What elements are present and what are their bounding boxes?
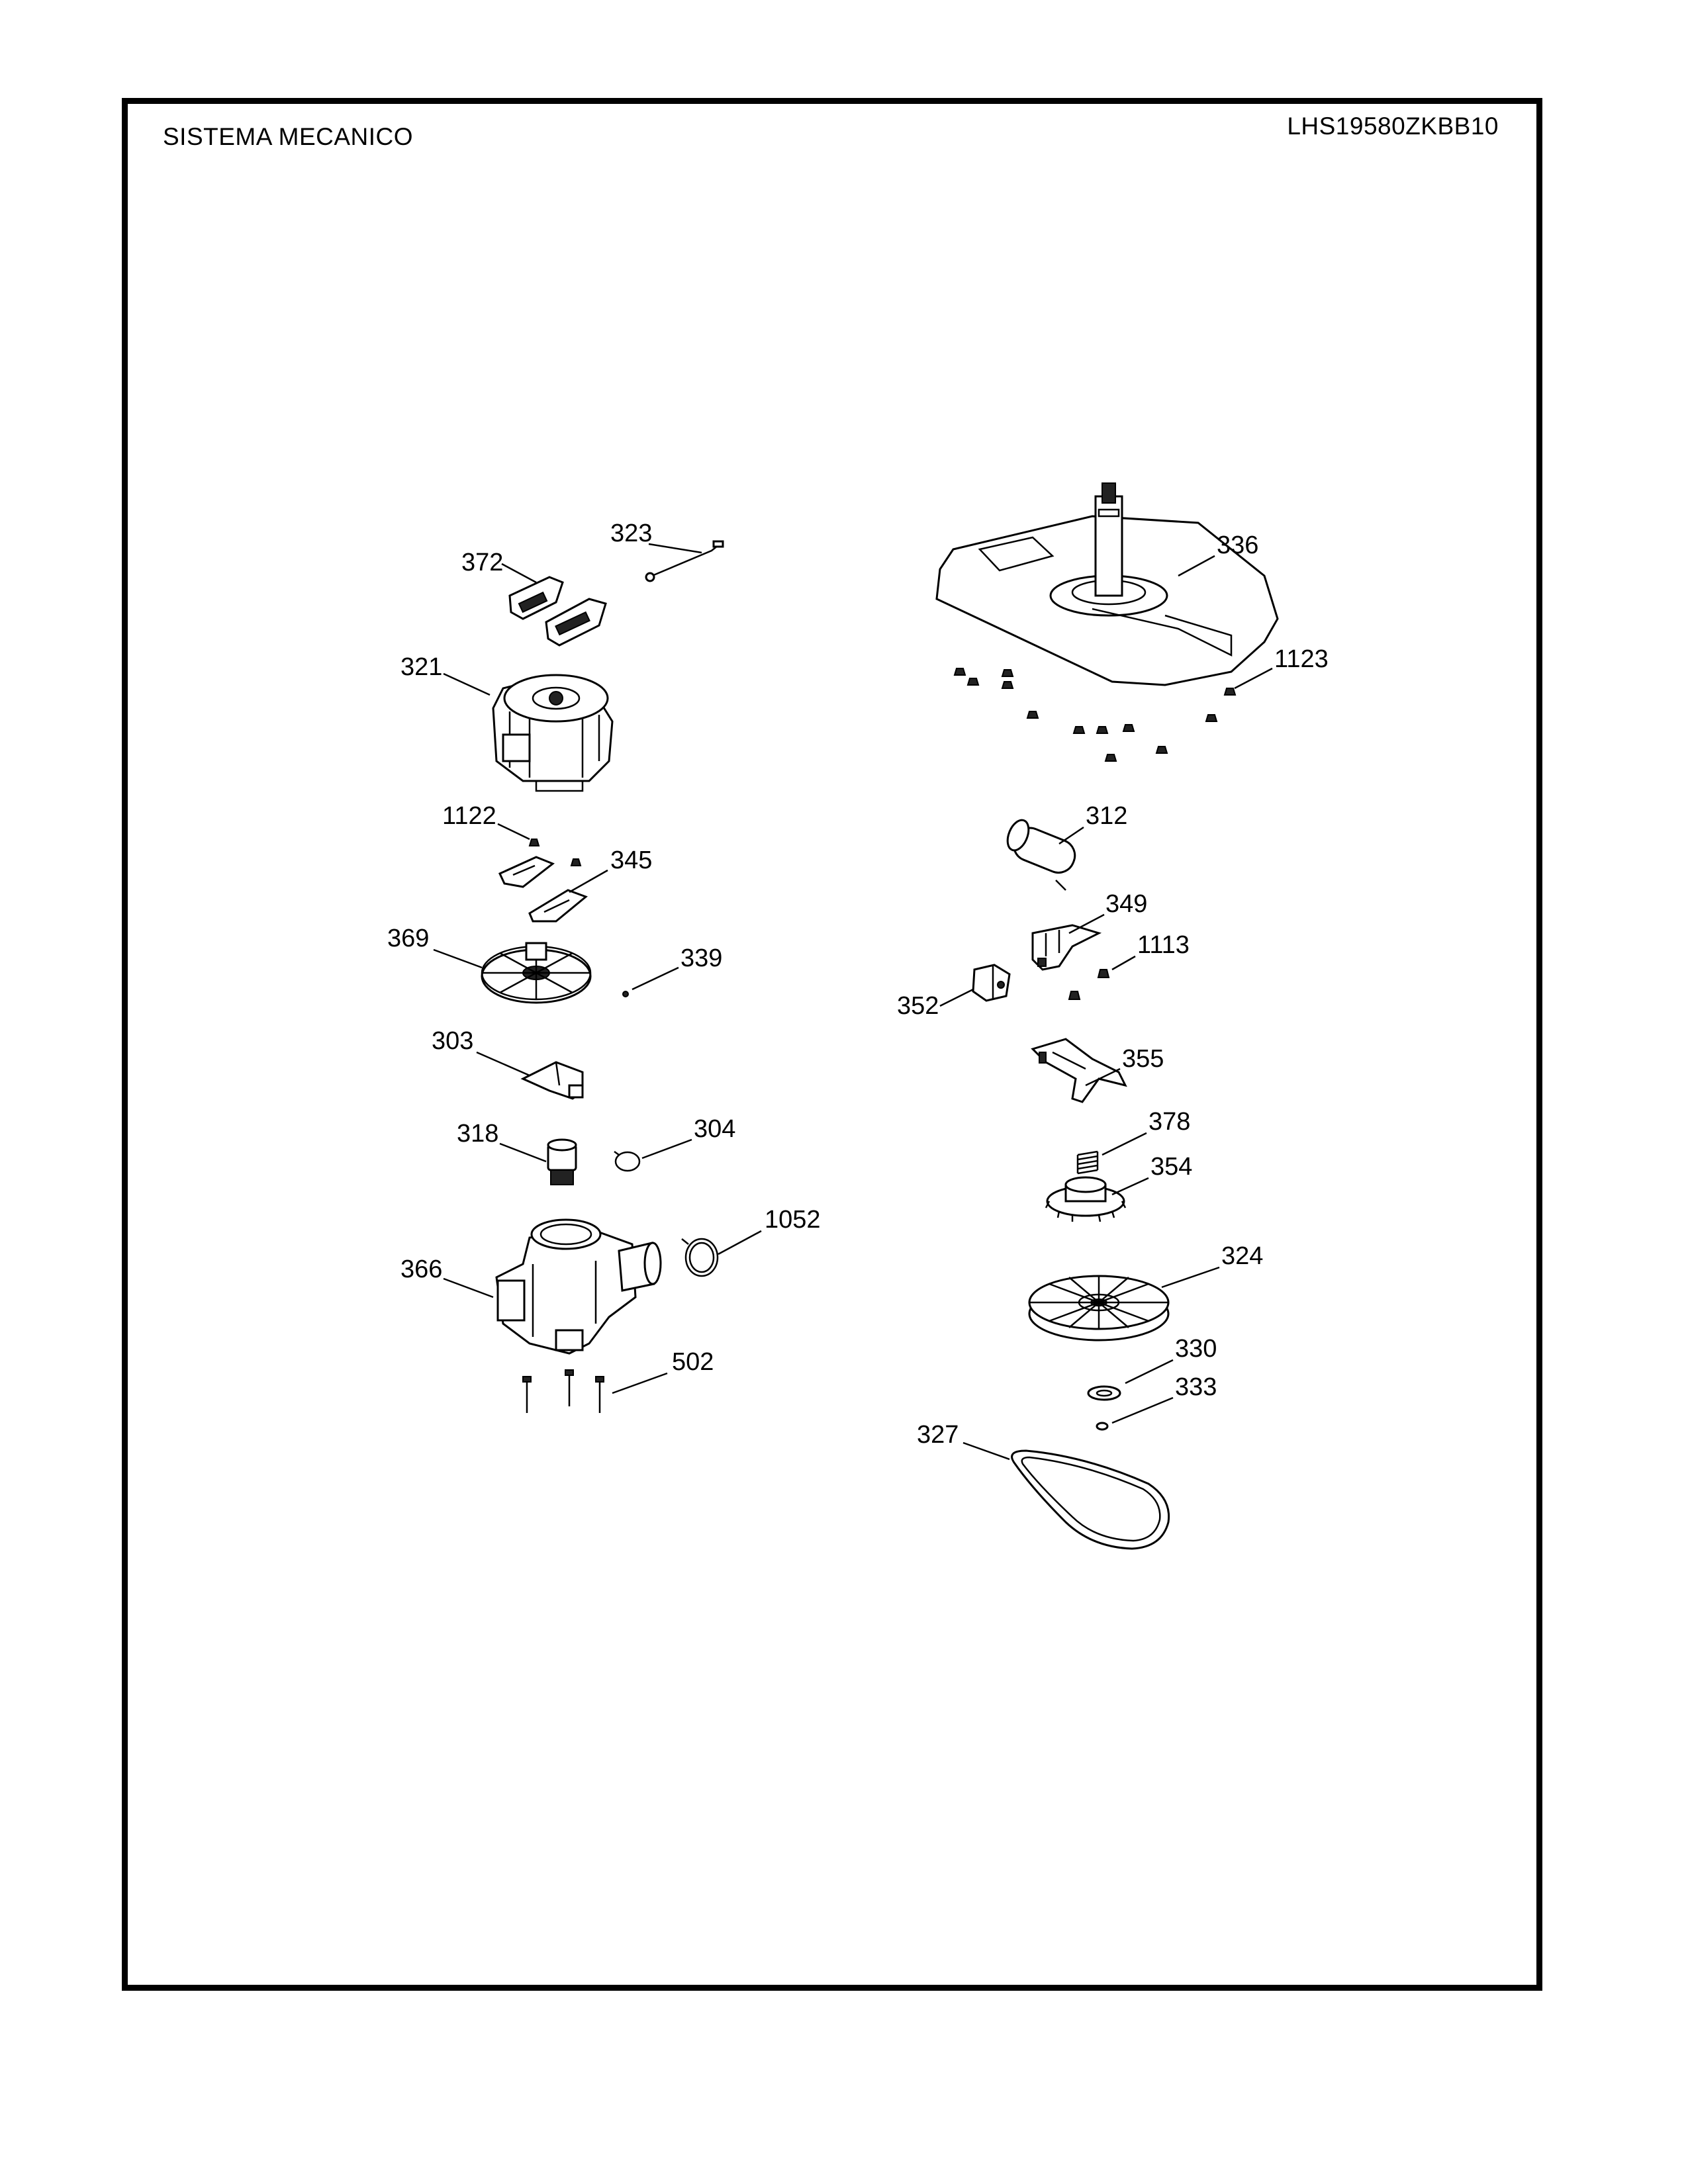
callout-324: 324 xyxy=(1221,1242,1263,1270)
part-339-pin xyxy=(622,991,629,997)
callout-372: 372 xyxy=(461,549,503,576)
callout-312: 312 xyxy=(1086,802,1127,830)
diagram-title: SISTEMA MECANICO xyxy=(163,123,414,150)
part-354-coupling xyxy=(1045,1176,1127,1222)
callout-366: 366 xyxy=(400,1255,442,1283)
callout-352: 352 xyxy=(897,992,939,1020)
part-1052-clamp xyxy=(681,1238,719,1277)
callout-1122: 1122 xyxy=(442,802,496,830)
part-378-spring xyxy=(1076,1150,1099,1175)
callout-1113: 1113 xyxy=(1137,931,1190,959)
part-502-screws xyxy=(522,1369,604,1413)
callout-339: 339 xyxy=(680,944,722,972)
part-304-clamp xyxy=(614,1150,641,1172)
callout-336: 336 xyxy=(1217,531,1258,559)
callout-345: 345 xyxy=(610,846,652,874)
callout-354: 354 xyxy=(1150,1153,1192,1181)
part-372-sensor-brackets xyxy=(508,576,607,647)
callout-378: 378 xyxy=(1149,1108,1190,1136)
callout-502: 502 xyxy=(672,1348,714,1376)
part-1122-screws xyxy=(528,839,582,866)
part-1113-screws xyxy=(1068,969,1110,1000)
part-345-plates xyxy=(498,856,588,923)
part-327-belt xyxy=(1011,1449,1170,1550)
part-318-filter xyxy=(547,1138,577,1185)
part-324-pulley xyxy=(1028,1275,1170,1342)
callout-1052: 1052 xyxy=(765,1206,821,1234)
part-303-bracket xyxy=(520,1061,584,1100)
callout-304: 304 xyxy=(694,1115,735,1143)
part-321-motor xyxy=(492,674,614,792)
part-330-washer xyxy=(1087,1385,1121,1401)
part-366-drain-pump xyxy=(495,1218,662,1355)
part-323-wire xyxy=(645,540,724,582)
callout-1123: 1123 xyxy=(1274,645,1329,673)
part-369-rotor xyxy=(481,942,592,1004)
diagram-border xyxy=(122,98,1542,1991)
callout-318: 318 xyxy=(457,1120,498,1148)
part-355-shift-fork xyxy=(1031,1038,1127,1103)
part-352-actuator-motor xyxy=(972,964,1011,1002)
callout-327: 327 xyxy=(917,1421,959,1449)
callout-303: 303 xyxy=(432,1027,473,1055)
callout-355: 355 xyxy=(1122,1045,1164,1073)
callout-369: 369 xyxy=(387,925,429,952)
part-336-bearing-housing xyxy=(935,482,1279,686)
part-312-capacitor xyxy=(1006,819,1076,891)
part-333-nut xyxy=(1096,1422,1109,1431)
callout-349: 349 xyxy=(1105,890,1147,918)
callout-333: 333 xyxy=(1175,1373,1217,1401)
part-1123-screws xyxy=(953,668,1237,762)
model-number: LHS19580ZKBB10 xyxy=(1287,113,1499,140)
callout-330: 330 xyxy=(1175,1335,1217,1363)
callout-323: 323 xyxy=(610,520,652,547)
callout-321: 321 xyxy=(400,653,442,681)
part-349-actuator xyxy=(1031,924,1102,971)
